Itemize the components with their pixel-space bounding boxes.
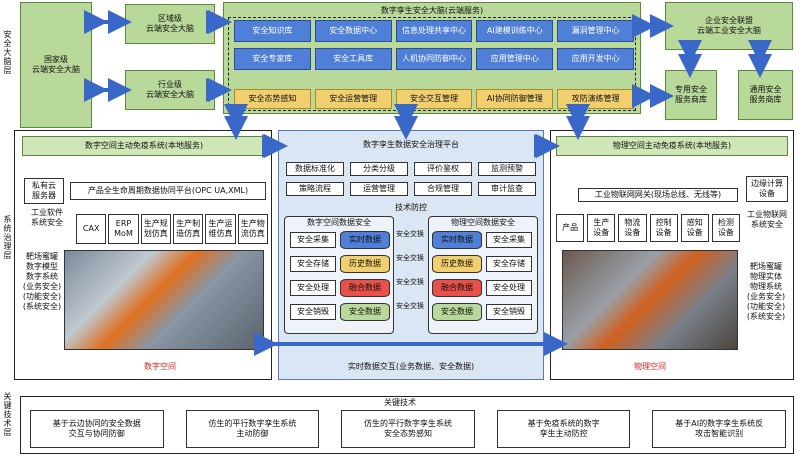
layer-label-governance: 系统治理层 <box>3 215 12 260</box>
device-5: 检测 设备 <box>711 214 741 242</box>
exchange-0: 安全交换 <box>396 230 424 238</box>
module-row2-2: 人机协同防御中心 <box>395 48 473 70</box>
edge-device: 边缘计算 设备 <box>746 176 788 202</box>
module-row1-2: 信息处理共享中心 <box>395 20 473 42</box>
key-tech-title: 关键技术 <box>384 398 416 407</box>
gov-row2-3: 审计监查 <box>478 182 536 196</box>
module-row2-0: 安全专家库 <box>234 48 311 70</box>
physical-space-panel <box>550 130 794 380</box>
physical-data-3: 安全数据 <box>432 303 482 321</box>
iot-gateway: 工业物联网网关(现场总线、无线等) <box>578 188 738 202</box>
module-row2-4: 应用开发中心 <box>557 48 634 70</box>
digital-range-model: 靶场蜜罐 数字模型 数字系统 (业务安全) (功能安全) (系统安全) <box>22 252 62 311</box>
physical-space-caption: 物理空间 <box>634 362 666 371</box>
key-tech-panel <box>20 396 794 454</box>
exchange-3: 安全交换 <box>396 302 424 310</box>
exchange-2: 安全交换 <box>396 278 424 286</box>
physical-op-3: 安全销毁 <box>486 304 532 320</box>
module-row3-0: 安全态势感知 <box>234 89 311 109</box>
lifecycle-platform: 产品全生命周期数据协同平台(OPC UA,XML) <box>70 182 266 200</box>
digital-op-3: 安全销毁 <box>290 304 336 320</box>
gov-row2-2: 合规管理 <box>414 182 472 196</box>
key-tech-2: 仿生的平行数字孪生系统 安全态势感知 <box>341 410 475 448</box>
physical-op-2: 安全处理 <box>486 280 532 296</box>
industry-brain: 行业级 云端安全大脑 <box>125 70 215 110</box>
gov-row1-3: 监测预警 <box>478 162 536 176</box>
digital-data-title: 数字空间数据安全 <box>307 218 371 227</box>
realtime-interaction: 实时数据交互(业务数据、安全数据) <box>347 362 475 371</box>
digital-space-caption: 数字空间 <box>144 362 176 371</box>
tool-4: 生产运 维仿真 <box>205 214 236 244</box>
layer-label-tech: 关键技术层 <box>3 392 12 437</box>
physical-data-title: 物理空间数据安全 <box>451 218 515 227</box>
module-row1-1: 安全数据中心 <box>314 20 392 42</box>
digital-factory-image <box>64 250 264 350</box>
governance-title: 数字孪生数据安全治理平台 <box>363 140 459 149</box>
tool-1: ERP MoM <box>108 214 139 244</box>
field-devices: 产品生产 设备物流 设备控制 设备感知 设备检测 设备 <box>556 214 741 242</box>
key-tech-4: 基于AI的数字孪生系统反 攻击智能识别 <box>652 410 786 448</box>
module-row2-3: 应用管理中心 <box>476 48 554 70</box>
physical-data-0: 实时数据 <box>432 231 482 249</box>
device-3: 控制 设备 <box>649 214 678 242</box>
digital-data-2: 融合数据 <box>340 279 390 297</box>
key-tech-items: 基于云边协同的安全数据 交互与协同防御仿生的平行数字孪生系统 主动防御仿生的平行… <box>30 410 786 448</box>
general-service-lib: 通用安全 服务商库 <box>738 70 793 120</box>
tool-0: CAX <box>76 214 107 244</box>
exchange-1: 安全交换 <box>396 254 424 262</box>
module-row-2: 安全专家库安全工具库人机协同防御中心应用管理中心应用开发中心 <box>234 48 634 70</box>
device-2: 物流 设备 <box>618 214 647 242</box>
tool-3: 生产制 造仿真 <box>172 214 204 244</box>
module-row3-1: 安全运营管理 <box>314 89 392 109</box>
physical-op-0: 安全采集 <box>486 232 532 248</box>
digital-op-1: 安全存储 <box>290 256 336 272</box>
module-row2-1: 安全工具库 <box>314 48 392 70</box>
physical-data-2: 融合数据 <box>432 279 482 297</box>
digital-op-0: 安全采集 <box>290 232 336 248</box>
device-1: 生产 设备 <box>587 214 616 242</box>
tech-control-label: 技术防控 <box>395 203 427 212</box>
tool-2: 生产规 划仿真 <box>140 214 171 244</box>
module-row1-0: 安全知识库 <box>234 20 311 42</box>
governance-row-2: 策略流程运营管理合规管理审计监查 <box>286 182 536 196</box>
gov-row2-0: 策略流程 <box>286 182 344 196</box>
cloud-brain-title: 数字孪生安全大脑(云端服务) <box>380 6 484 15</box>
gov-row1-2: 评价鉴权 <box>414 162 472 176</box>
country-brain: 国家级 云端安全大脑 <box>20 2 92 128</box>
digital-data-1: 历史数据 <box>340 255 390 273</box>
gov-row1-0: 数据标准化 <box>286 162 344 176</box>
software-security: 工业软件 系统安全 <box>31 208 63 227</box>
gov-row2-1: 运营管理 <box>350 182 408 196</box>
physical-range-model: 靶场蜜罐 物理实体 物理系统 (业务安全) (功能安全) (系统安全) <box>746 262 786 321</box>
cloud-modules-frame <box>228 17 636 111</box>
physical-factory-image <box>562 250 738 350</box>
module-row3-3: AI协同防御管理 <box>476 89 554 109</box>
key-tech-1: 仿生的平行数字孪生系统 主动防御 <box>185 410 320 448</box>
special-service-lib: 专用安全 服务商库 <box>665 70 717 120</box>
governance-row-1: 数据标准化分类分级评价鉴权监测预警 <box>286 162 536 176</box>
key-tech-0: 基于云边协同的安全数据 交互与协同防御 <box>30 410 164 448</box>
device-0: 产品 <box>556 214 585 242</box>
physical-data-1: 历史数据 <box>432 255 482 273</box>
gov-row1-1: 分类分级 <box>350 162 408 176</box>
physical-op-1: 安全存储 <box>486 256 532 272</box>
digital-op-2: 安全处理 <box>290 280 336 296</box>
key-tech-3: 基于免疫系统的数字 孪生主动防控 <box>496 410 631 448</box>
digital-space-panel <box>14 130 272 380</box>
private-cloud: 私有云 服务器 <box>24 178 64 204</box>
digital-data-3: 安全数据 <box>340 303 390 321</box>
device-4: 感知 设备 <box>680 214 709 242</box>
iot-security: 工业物联网 系统安全 <box>747 210 787 229</box>
module-row1-3: AI建模训练中心 <box>476 20 554 42</box>
tool-5: 生产物 流仿真 <box>237 214 268 244</box>
digital-data-0: 实时数据 <box>340 231 390 249</box>
layer-label-brain: 安全大脑层 <box>3 30 12 75</box>
